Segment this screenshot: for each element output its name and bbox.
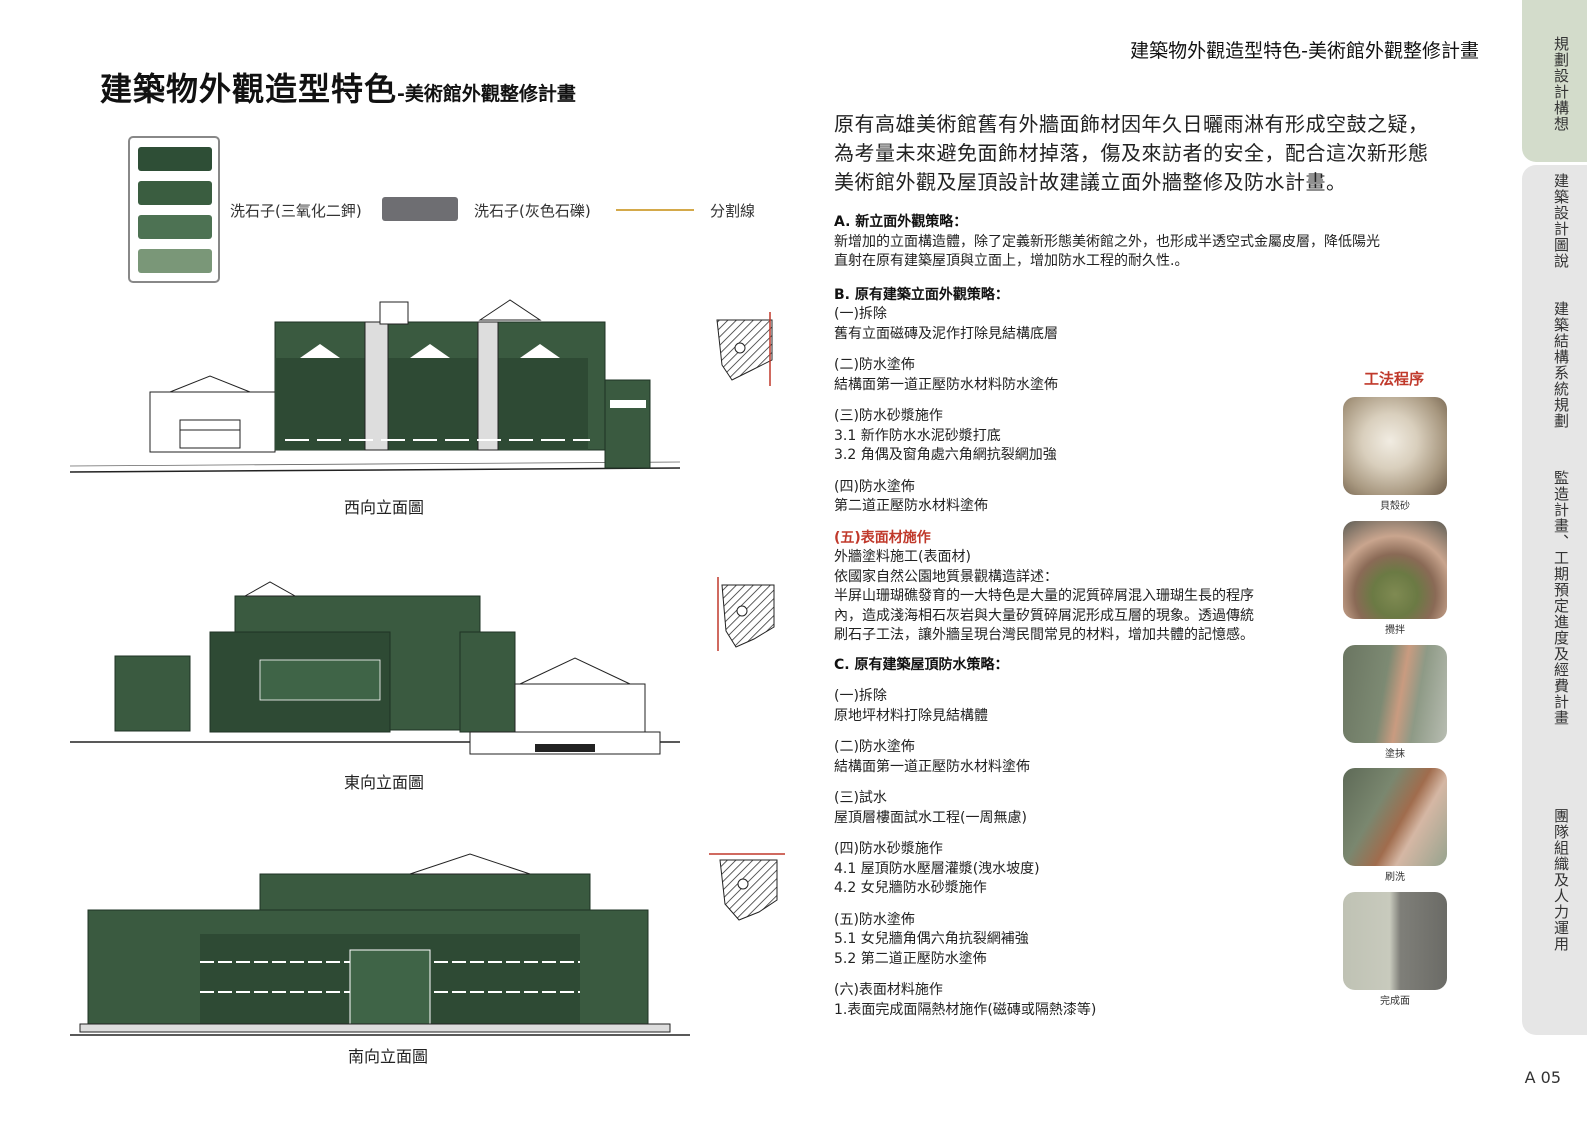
page-number: A 05 bbox=[1524, 1068, 1561, 1087]
east-wall-section-detail bbox=[717, 577, 775, 651]
section-b-title: B. 原有建築立面外觀策略： bbox=[834, 286, 1009, 303]
c-item-heading: (三)試水 bbox=[834, 790, 887, 806]
south-wall-section-detail bbox=[709, 853, 785, 921]
side-tab-label: 規劃設計構想 bbox=[1552, 36, 1570, 132]
plastering-photo bbox=[1343, 645, 1447, 743]
photo-caption: 塗抹 bbox=[1385, 749, 1405, 760]
west-elevation-drawing bbox=[70, 299, 681, 473]
page-title-sub: -美術館外觀整修計畫 bbox=[397, 83, 576, 105]
c-item-text: 5.2 第二道正壓防水塗佈 bbox=[834, 950, 987, 967]
c-item-text: 結構面第一道正壓防水材料塗佈 bbox=[834, 758, 1030, 775]
swatch-mid-green bbox=[138, 215, 212, 239]
caption-west-elevation: 西向立面圖 bbox=[344, 498, 425, 517]
caption-east-elevation: 東向立面圖 bbox=[344, 773, 425, 792]
intro-line: 原有高雄美術館舊有外牆面飾材因年久日曬雨淋有形成空鼓之疑， bbox=[834, 112, 1429, 136]
c-item-heading: (二)防水塗佈 bbox=[834, 739, 915, 755]
swatch-green bbox=[138, 181, 212, 205]
intro-line: 為考量未來避免面飾材掉落，傷及來訪者的安全，配合這次新形態 bbox=[834, 141, 1429, 165]
side-tab-label[interactable]: 監造計畫、工期預定進度及經費計畫 bbox=[1552, 470, 1570, 726]
mixing-photo bbox=[1343, 521, 1447, 619]
section-a-title: A. 新立面外觀策略： bbox=[834, 214, 968, 230]
legend-label-gray-gravel: 洗石子(灰色石礫) bbox=[474, 202, 591, 220]
page-title-main: 建築物外觀造型特色 bbox=[100, 70, 398, 108]
c-item-heading: (五)防水塗佈 bbox=[834, 911, 915, 928]
b5-title: (五)表面材施作 bbox=[834, 529, 931, 546]
b-item-text: 結構面第一道正壓防水材料防水塗佈 bbox=[834, 376, 1058, 393]
b-item-heading: (四)防水塗佈 bbox=[834, 478, 915, 495]
strategy-content: A. 新立面外觀策略： 新增加的立面構造體，除了定義新形態美術館之外，也形成半透… bbox=[834, 205, 1464, 1020]
swatch-gray bbox=[382, 197, 458, 221]
section-a-text: 直射在原有建築屋頂與立面上，增加防水工程的耐久性.。 bbox=[834, 253, 1189, 269]
photo-caption: 攪拌 bbox=[1385, 625, 1405, 636]
c-item-heading: (四)防水砂漿施作 bbox=[834, 841, 943, 857]
side-tab-label[interactable]: 團隊組織及人力運用 bbox=[1552, 808, 1570, 952]
side-tab-design-concept[interactable]: 規劃設計構想 bbox=[1522, 0, 1587, 162]
south-elevation-drawing bbox=[70, 853, 690, 1036]
swatch-dark-green bbox=[138, 147, 212, 171]
running-header: 建築物外觀造型特色-美術館外觀整修計畫 bbox=[1130, 40, 1479, 62]
caption-south-elevation: 南向立面圖 bbox=[348, 1047, 429, 1066]
c-item-text: 4.2 女兒牆防水砂漿施作 bbox=[834, 880, 987, 896]
page-title: 建築物外觀造型特色-美術館外觀整修計畫 bbox=[100, 64, 576, 110]
side-tab-group: 建築設計圖說 建築結構系統規劃 監造計畫、工期預定進度及經費計畫 團隊組織及人力… bbox=[1522, 165, 1587, 1035]
photo-caption: 刷洗 bbox=[1385, 872, 1405, 883]
side-tab-label[interactable]: 建築結構系統規劃 bbox=[1552, 301, 1570, 429]
section-a-text: 新增加的立面構造體，除了定義新形態美術館之外，也形成半透空式金屬皮層，降低陽光 bbox=[834, 233, 1380, 250]
legend-label-split-line: 分割線 bbox=[710, 202, 756, 220]
intro-line: 美術館外觀及屋頂設計故建議立面外牆整修及防水計畫。 bbox=[834, 170, 1347, 194]
c-item-heading: (六)表面材料施作 bbox=[834, 982, 943, 998]
b5-text: 依國家自然公園地質景觀構造詳述： bbox=[834, 568, 1058, 585]
shell-sand-photo bbox=[1343, 397, 1447, 495]
b5-text: 內，造成淺海相石灰岩與大量矽質碎屑泥形成互層的現象。透過傳統 bbox=[834, 607, 1254, 624]
b5-text: 半屏山珊瑚礁發育的一大特色是大量的泥質碎屑混入珊瑚生長的程序 bbox=[834, 588, 1254, 604]
color-swatch-panel bbox=[128, 136, 220, 283]
c-item-text: 原地坪材料打除見結構體 bbox=[834, 707, 988, 724]
c-item-text: 1.表面完成面隔熱材施作(磁磚或隔熱漆等) bbox=[834, 1001, 1097, 1018]
c-item-text: 屋頂層樓面試水工程(一周無慮) bbox=[834, 809, 1027, 826]
finished-surface-photo bbox=[1343, 892, 1447, 990]
b-item-text: 舊有立面磁磚及泥作打除見結構底層 bbox=[834, 325, 1058, 342]
b5-text: 刷石子工法，讓外牆呈現台灣民間常見的材料，增加共體的記憶感。 bbox=[834, 627, 1254, 643]
b-item-text: 3.2 角偶及窗角處六角網抗裂網加強 bbox=[834, 447, 1057, 463]
b-item-text: 3.1 新作防水水泥砂漿打底 bbox=[834, 427, 1001, 444]
b-item-heading: (一)拆除 bbox=[834, 306, 887, 322]
section-c-title: C. 原有建築屋頂防水策略： bbox=[834, 656, 1009, 673]
b-item-text: 第二道正壓防水材料塗佈 bbox=[834, 498, 988, 514]
photo-caption: 貝殼砂 bbox=[1380, 501, 1410, 512]
c-item-text: 4.1 屋頂防水壓層灌漿(洩水坡度) bbox=[834, 860, 1040, 877]
east-elevation-drawing bbox=[70, 581, 680, 755]
c-item-heading: (一)拆除 bbox=[834, 688, 887, 704]
intro-paragraph: 原有高雄美術館舊有外牆面飾材因年久日曬雨淋有形成空鼓之疑， 為考量未來避免面飾材… bbox=[834, 110, 1464, 197]
photo-caption: 完成面 bbox=[1380, 996, 1410, 1007]
brushing-photo bbox=[1343, 768, 1447, 866]
west-wall-section-detail bbox=[716, 312, 773, 386]
b-item-heading: (二)防水塗佈 bbox=[834, 357, 915, 373]
side-tab-label[interactable]: 建築設計圖說 bbox=[1552, 173, 1570, 269]
swatch-light-green bbox=[138, 249, 212, 273]
b-item-heading: (三)防水砂漿施作 bbox=[834, 408, 943, 424]
c-item-text: 5.1 女兒牆角偶六角抗裂網補強 bbox=[834, 931, 1029, 947]
legend-split-line bbox=[616, 209, 694, 211]
process-title: 工法程序 bbox=[1364, 370, 1425, 388]
legend-label-potassium: 洗石子(三氧化二鉀) bbox=[230, 202, 362, 220]
b5-text: 外牆塗料施工(表面材) bbox=[834, 549, 971, 565]
